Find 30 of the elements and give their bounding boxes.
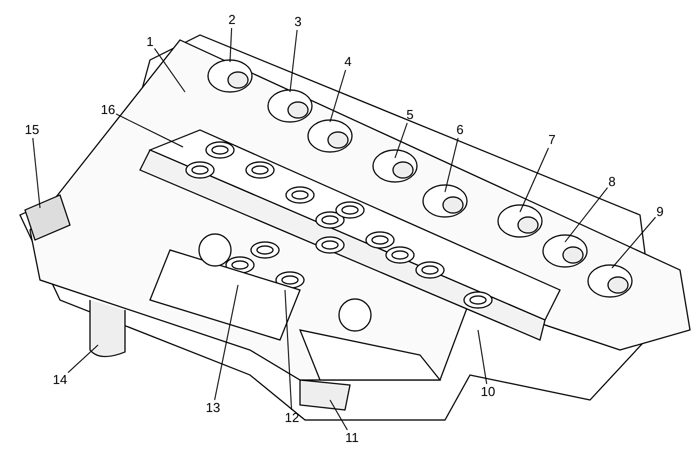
callout-number: 2 [228,12,236,28]
leader-line [394,122,408,158]
callout-number: 14 [52,372,68,388]
leader-line [290,30,298,92]
callout-number: 10 [480,384,496,400]
leader-line [32,138,40,208]
leader-line [230,28,232,62]
callout-number: 13 [205,400,221,416]
leader-line [214,284,238,400]
callout-number: 5 [406,107,414,123]
leader-line [116,113,184,148]
callout-number: 7 [548,132,556,148]
leader-line [68,344,98,374]
leader-line [330,70,346,122]
leader-line [444,138,459,192]
leader-line [564,187,608,242]
callout-number: 12 [284,410,300,426]
callout-number: 15 [24,122,40,138]
callout-number: 9 [656,204,664,220]
leader-line [330,400,348,430]
callout-number: 3 [294,14,302,30]
callout-number: 6 [456,122,464,138]
leader-line [520,148,549,212]
callout-number: 11 [344,430,360,446]
callout-number: 1 [146,34,154,50]
callout-number: 16 [100,102,116,118]
callout-number: 4 [344,54,352,70]
leader-line [478,330,488,384]
leader-line [612,216,656,268]
callout-number: 8 [608,174,616,190]
